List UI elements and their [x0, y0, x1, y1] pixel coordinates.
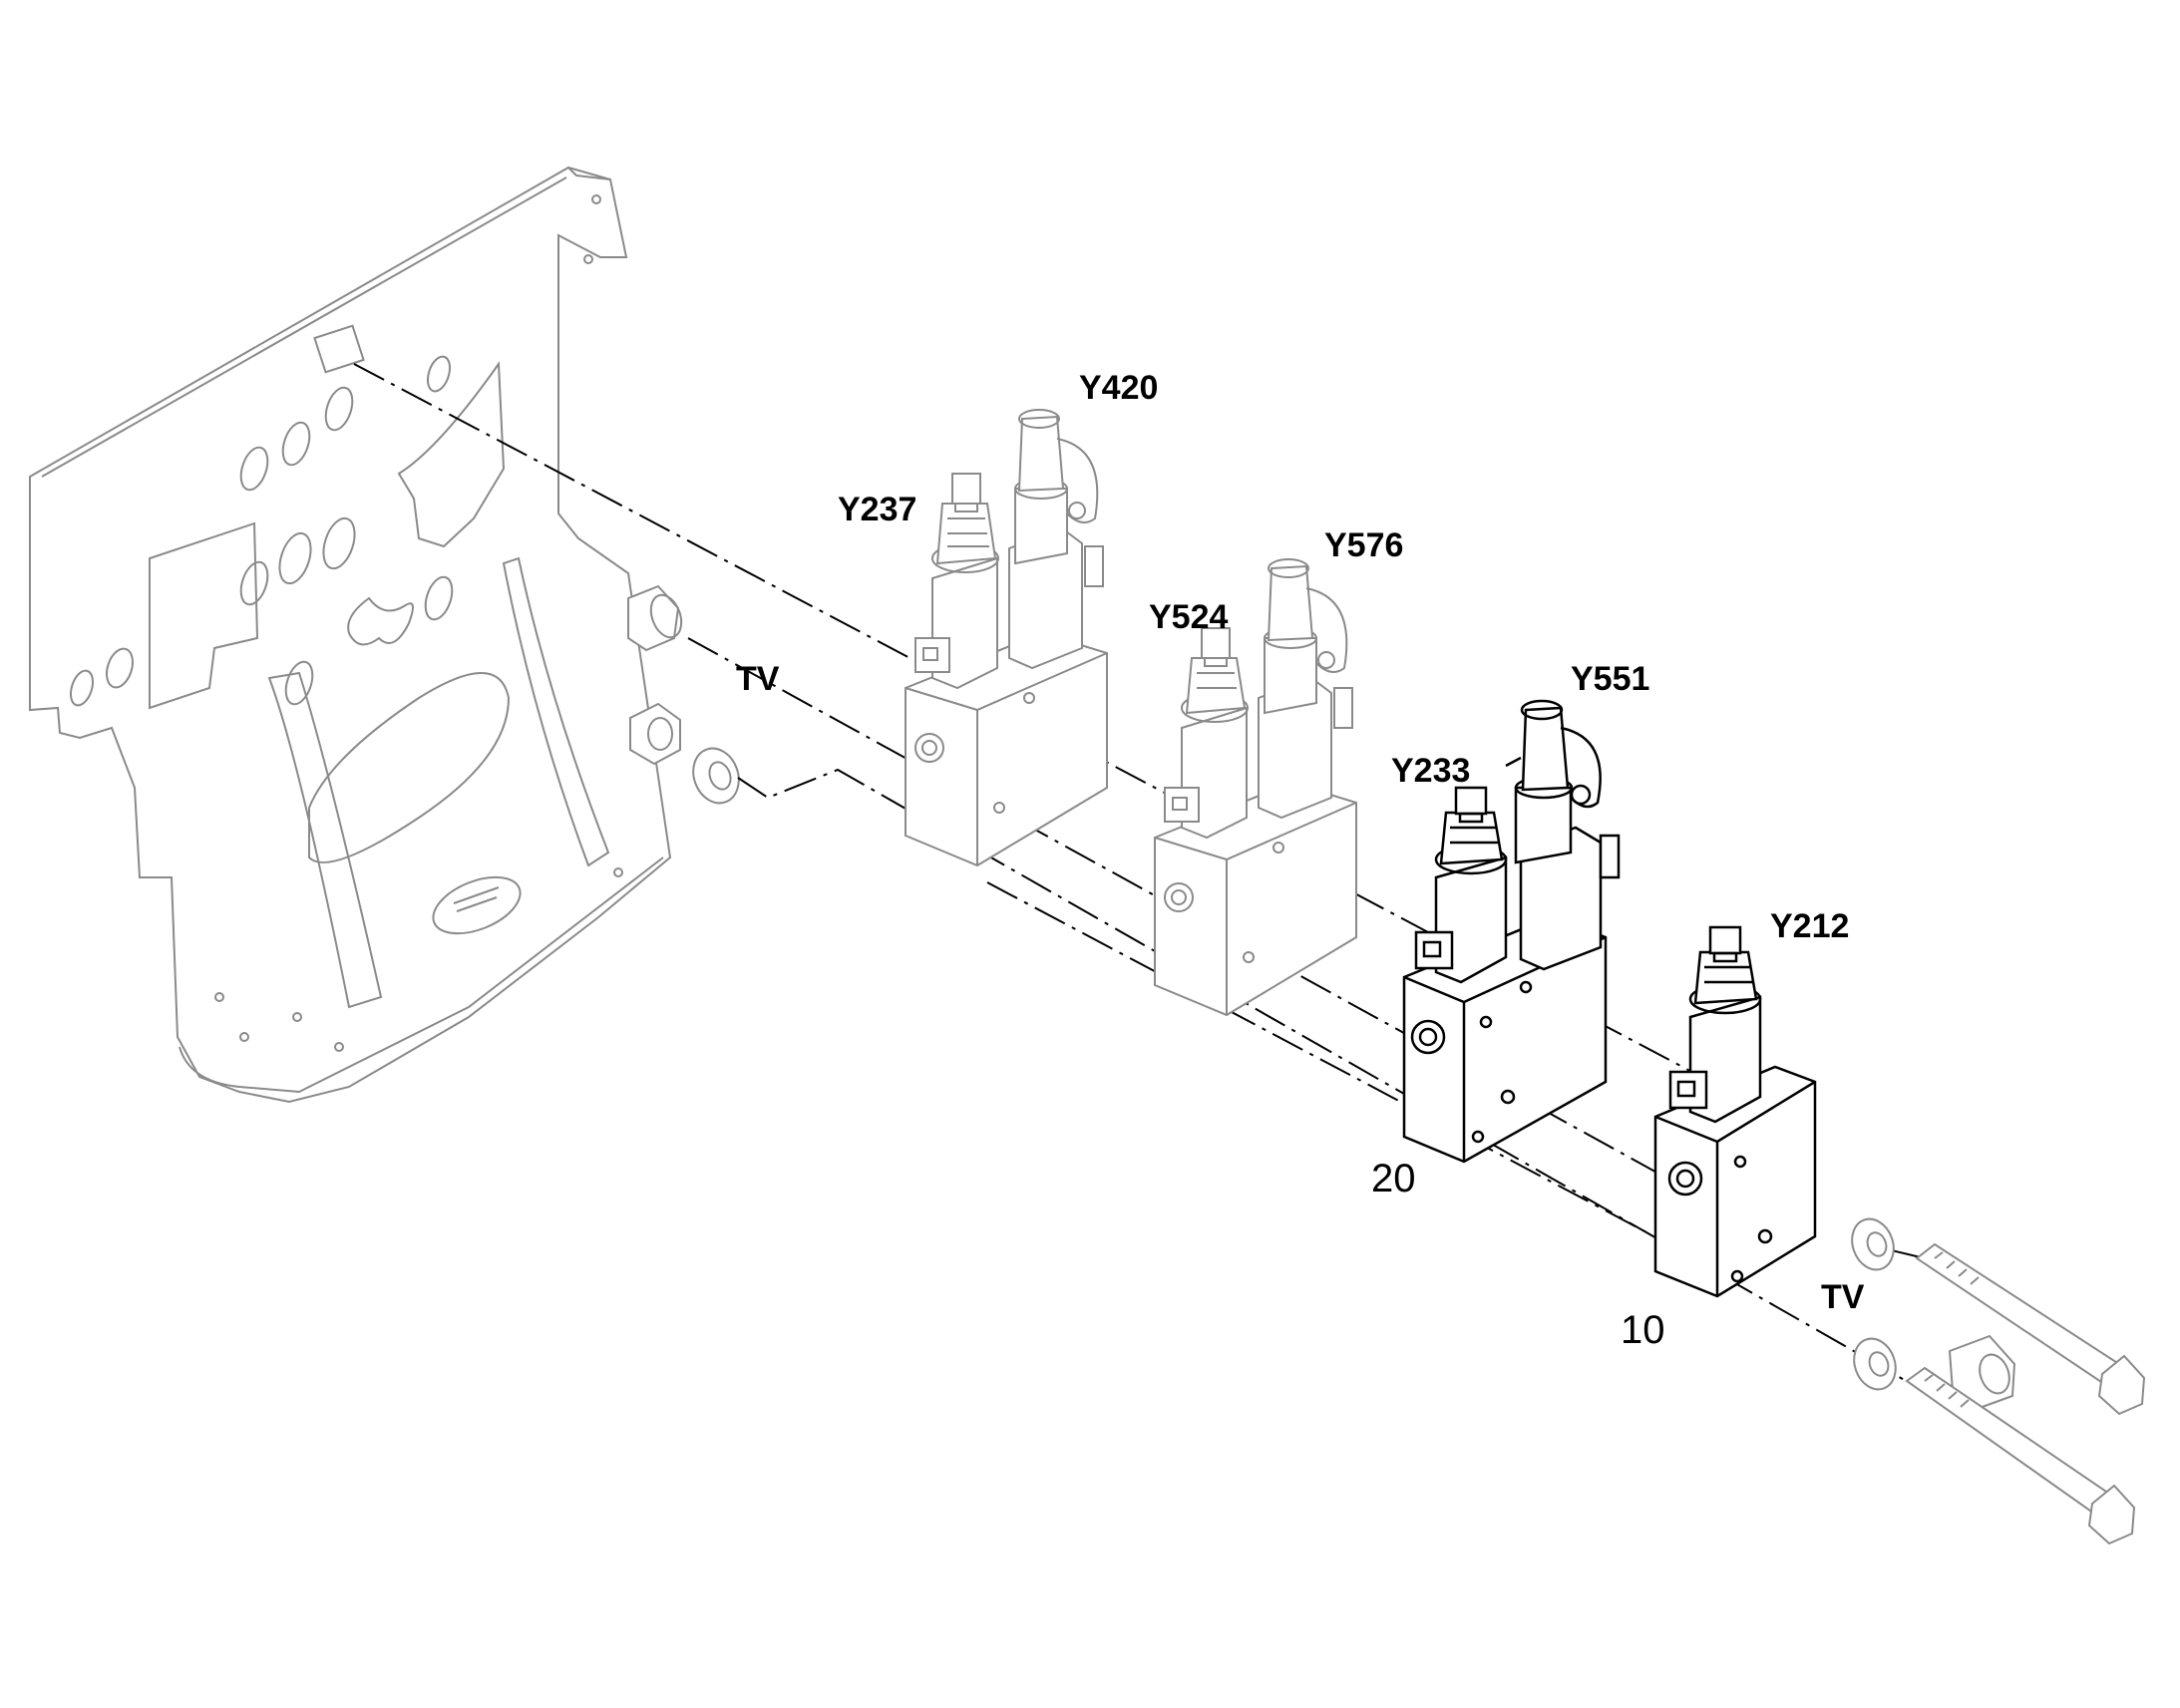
- valve-block-y524-y576: [1154, 558, 1357, 1017]
- label-y551: Y551: [1571, 660, 1649, 698]
- bolt-upper: [1915, 1242, 2146, 1416]
- valve-block-10: [1653, 925, 1817, 1298]
- left-nut: [629, 702, 681, 766]
- left-plug-fitting: [627, 584, 683, 652]
- valve-block-20: [1402, 699, 1621, 1164]
- right-washer-upper: [1851, 1217, 1895, 1271]
- label-y237: Y237: [838, 491, 916, 528]
- bolt-lower: [1905, 1366, 2136, 1545]
- label-y212: Y212: [1770, 907, 1849, 945]
- right-washer-lower: [1853, 1337, 1897, 1391]
- label-tv-right: TV: [1821, 1278, 1865, 1316]
- label-y420: Y420: [1079, 369, 1158, 407]
- left-washer: [692, 747, 740, 805]
- valve-block-y237-y420: [905, 409, 1108, 867]
- label-y524: Y524: [1149, 598, 1228, 636]
- label-tv-left: TV: [736, 660, 780, 698]
- item-number-10: 10: [1621, 1308, 1665, 1352]
- label-y233: Y233: [1391, 752, 1470, 790]
- mounting-plate: [29, 166, 672, 1104]
- label-y576: Y576: [1324, 526, 1403, 564]
- item-number-20: 20: [1371, 1157, 1416, 1200]
